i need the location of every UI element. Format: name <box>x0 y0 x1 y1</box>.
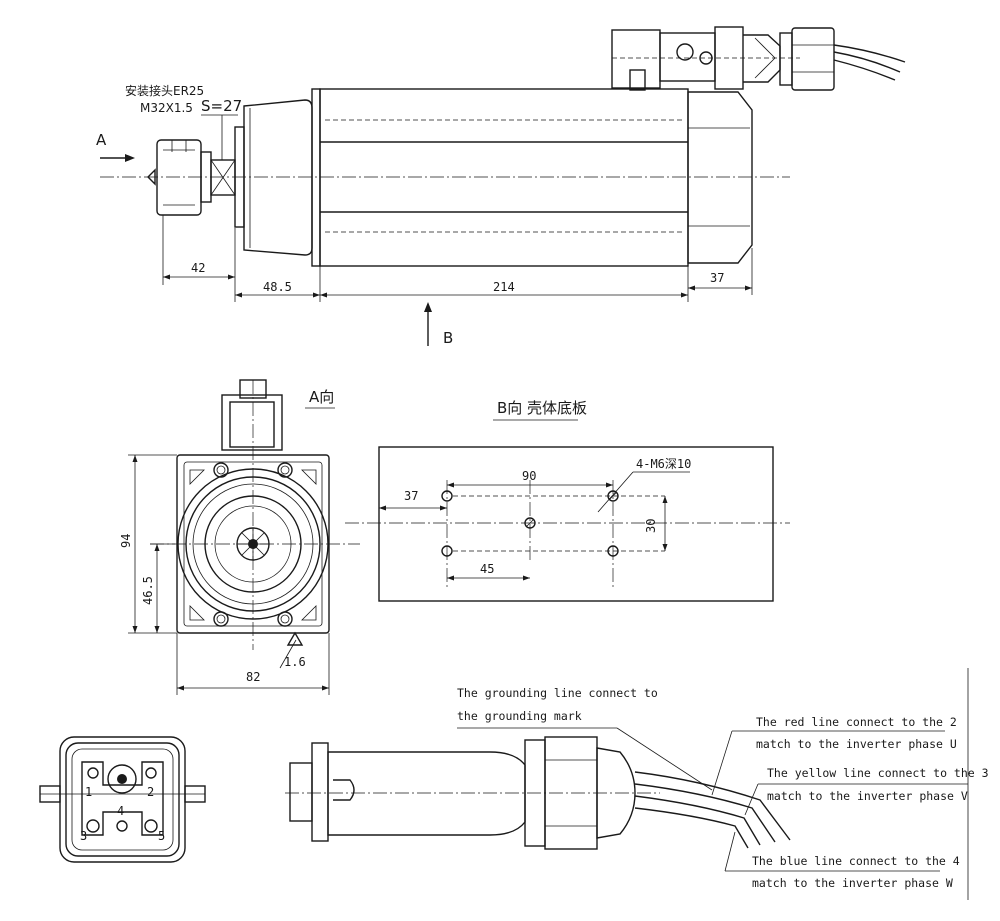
pin-5: 5 <box>158 829 165 843</box>
dim-48-5: 48.5 <box>263 280 292 294</box>
base-view-title: B向 壳体底板 <box>497 399 587 417</box>
base-plate-outline <box>378 446 774 602</box>
pin-3: 3 <box>80 829 87 843</box>
wrench-size-label: S=27 <box>201 97 242 115</box>
red-note-1: The red line connect to the 2 <box>756 715 957 729</box>
red-note-2: match to the inverter phase U <box>756 737 957 751</box>
side-view: 安装接头ER25 M32X1.5 S=27 A B 42 48.5 <box>96 26 906 347</box>
collet-label-1: 安装接头ER25 <box>125 83 204 98</box>
side-dimensions: 42 48.5 214 37 <box>162 215 753 302</box>
collet-label-2: M32X1.5 <box>140 101 193 115</box>
collet-nut <box>147 139 202 216</box>
rear-cap <box>687 91 753 264</box>
plug-cable-view: The grounding line connect to the ground… <box>285 668 989 900</box>
svg-text:B: B <box>443 329 453 347</box>
dim-214: 214 <box>493 280 515 294</box>
dim-1-6: 1.6 <box>284 655 306 669</box>
front-cap <box>243 99 313 256</box>
view-arrow-b: B <box>424 302 453 347</box>
dim-94: 94 <box>119 534 133 548</box>
dim-37: 37 <box>710 271 724 285</box>
pin-2: 2 <box>147 785 154 799</box>
pin-1: 1 <box>85 785 92 799</box>
hole-spec-label: 4-M6深10 <box>636 457 691 471</box>
dim-46-5: 46.5 <box>141 576 155 605</box>
base-dim-30: 30 <box>644 519 658 533</box>
end-view-a: A向 94 46 <box>119 379 360 695</box>
base-dim-37: 37 <box>404 489 418 503</box>
base-plate-view: B向 壳体底板 90 37 30 45 <box>345 399 790 602</box>
base-dim-90: 90 <box>522 469 536 483</box>
blue-note-1: The blue line connect to the 4 <box>752 854 960 868</box>
pin-4: 4 <box>117 804 124 818</box>
connector-face-view: 1 2 3 4 5 <box>39 736 206 863</box>
yellow-note-1: The yellow line connect to the 3 <box>767 766 989 780</box>
end-view-title: A向 <box>309 388 334 406</box>
top-connector <box>611 26 906 91</box>
ground-note-2: the grounding mark <box>457 709 582 723</box>
yellow-note-2: match to the inverter phase V <box>767 789 968 803</box>
blue-note-2: match to the inverter phase W <box>752 876 953 890</box>
svg-text:A: A <box>96 131 107 149</box>
end-view-screws <box>213 462 293 627</box>
dim-42: 42 <box>191 261 205 275</box>
view-arrow-a: A <box>96 131 135 162</box>
dim-82: 82 <box>246 670 260 684</box>
motor-body <box>311 88 689 267</box>
ground-note-1: The grounding line connect to <box>457 686 658 700</box>
base-dim-45: 45 <box>480 562 494 576</box>
